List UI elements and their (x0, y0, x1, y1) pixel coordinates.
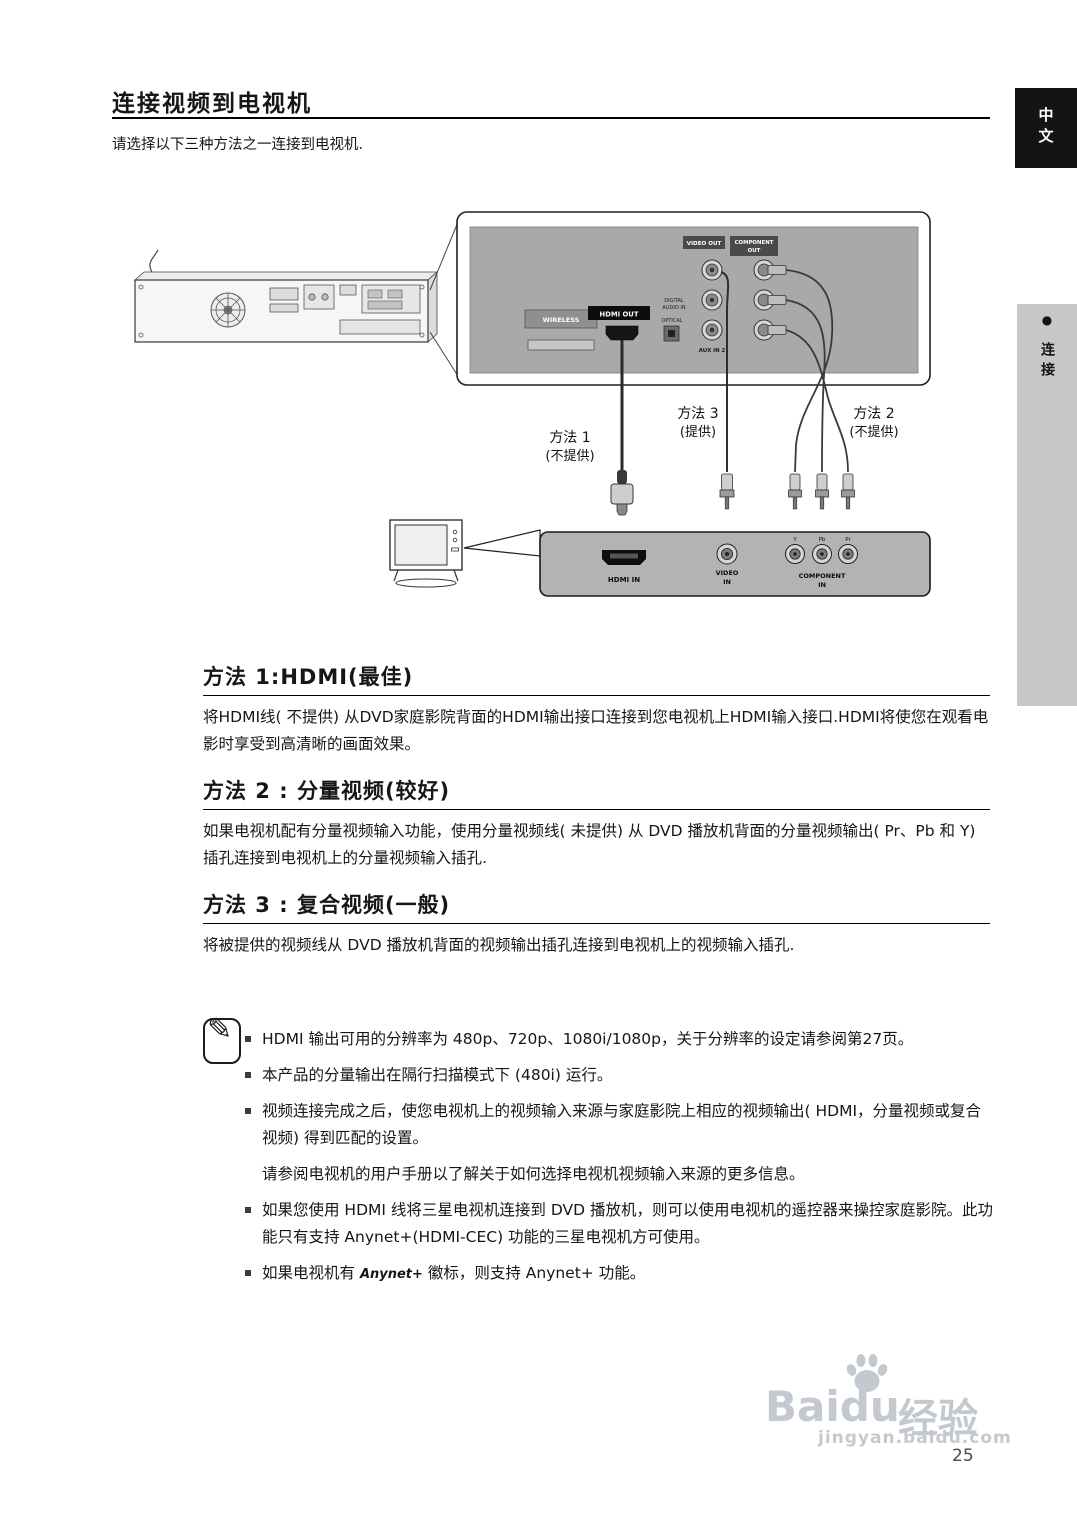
zoom-line (429, 331, 459, 377)
rca-plug-icon (788, 473, 802, 510)
page-number: 25 (952, 1446, 974, 1466)
note-item: 如果您使用 HDMI 线将三星电视机连接到 DVD 播放机，则可以使用电视机的遥… (245, 1197, 993, 1251)
baidu-paw-icon (846, 1354, 888, 1392)
watermark-url: jingyan.baidu.com (818, 1428, 1012, 1448)
square-bullet-icon (245, 1072, 251, 1078)
zoom-line (429, 221, 459, 291)
section-tab: ● 连接 (1017, 304, 1077, 706)
section-2-heading: 方法 2 : 分量视频(较好) (203, 779, 451, 803)
square-bullet-icon (245, 1270, 251, 1276)
component-out-label-2: OUT (748, 248, 761, 254)
square-bullet-icon (245, 1036, 251, 1042)
aux-in-label: AUX IN 2 (699, 348, 726, 354)
fan-icon (210, 292, 246, 328)
dvd-rear-panel-drawing (133, 249, 439, 343)
video-out-label: VIDEO OUT (687, 241, 722, 247)
language-tab-label: 中文 (1036, 107, 1055, 149)
component-out-jacks (753, 259, 787, 341)
video-in-label-1: VIDEO (716, 569, 739, 577)
digital-audio-label-2: AUDIO IN (662, 305, 685, 311)
component-pb-label: Pb (819, 537, 826, 543)
hdmi-cable (610, 340, 634, 516)
video-cable (719, 271, 735, 510)
anynet-logo: Anynet+ (359, 1267, 423, 1282)
rca-plug-icon (841, 473, 855, 510)
optical-label: OPTICAL (661, 318, 682, 324)
section-3-body: 将被提供的视频线从 DVD 播放机背面的视频输出插孔连接到电视机上的视频输入插孔… (203, 936, 795, 954)
method-2-note: (不提供) (849, 424, 898, 440)
notes-list: HDMI 输出可用的分辨率为 480p、720p、1080i/1080p，关于分… (245, 1026, 993, 1297)
tv-input-panel: HDMI IN VIDEO IN Y Pb Pr COMPONENT IN (539, 531, 931, 597)
title-rule (112, 117, 990, 119)
square-bullet-icon (245, 1108, 251, 1114)
note-text: 请参阅电视机的用户手册以了解关于如何选择电视机视频输入来源的更多信息。 (262, 1165, 805, 1183)
method-labels: 方法 1 (不提供) 方法 3 (提供) 方法 2 (不提供) (545, 406, 898, 464)
component-cables (785, 269, 855, 510)
callout-wedge (463, 529, 541, 557)
digital-audio-label-1: DIGITAL (664, 298, 684, 304)
method-1-note: (不提供) (545, 448, 594, 464)
hdmi-out-label: HDMI OUT (600, 311, 639, 319)
video-out-label-box (683, 236, 725, 249)
note-text: HDMI 输出可用的分辨率为 480p、720p、1080i/1080p，关于分… (262, 1030, 914, 1048)
component-y-label: Y (792, 537, 797, 543)
rear-panel-zoom: WIRELESS HDMI OUT DIGITAL AUDIO IN OPTIC… (456, 211, 931, 386)
note-item: 视频连接完成之后，使您电视机上的视频输入来源与家庭影院上相应的视频输出( HDM… (245, 1098, 993, 1152)
watermark-brand-cn: 经验 (898, 1396, 978, 1442)
connection-diagram: WIRELESS HDMI OUT DIGITAL AUDIO IN OPTIC… (133, 211, 931, 597)
method-3-note: (提供) (680, 424, 716, 440)
section-1-body: 将HDMI线( 不提供) 从DVD家庭影院背面的HDMI输出接口连接到您电视机上… (203, 708, 989, 753)
component-out-label-box (730, 236, 778, 256)
section-3-rule (203, 923, 990, 924)
note-item-continuation: 请参阅电视机的用户手册以了解关于如何选择电视机视频输入来源的更多信息。 (245, 1161, 993, 1188)
intro-text: 请选择以下三种方法之一连接到电视机. (112, 137, 364, 153)
section-2-body: 如果电视机配有分量视频输入功能，使用分量视频线( 未提供) 从 DVD 播放机背… (203, 822, 976, 867)
section-3-heading: 方法 3 : 复合视频(一般) (203, 893, 451, 917)
note-text: 本产品的分量输出在隔行扫描模式下 (480i) 运行。 (262, 1066, 613, 1084)
section-1-heading: 方法 1:HDMI(最佳) (203, 665, 414, 689)
power-cord-icon (149, 249, 159, 273)
square-bullet-icon (245, 1207, 251, 1213)
method-3-label: 方法 3 (677, 406, 718, 422)
method-2-label: 方法 2 (853, 406, 894, 422)
component-pr-label: Pr (845, 537, 851, 543)
rca-plug-icon (815, 473, 829, 510)
component-in-label-1: COMPONENT (799, 572, 846, 580)
hdmi-plug-icon (616, 503, 628, 516)
page-title: 连接视频到电视机 (112, 91, 312, 117)
note-item: 如果电视机有 Anynet+ 徽标，则支持 Anynet+ 功能。 (245, 1260, 993, 1288)
hdmi-out-label-box (588, 306, 650, 320)
section-tab-bullet-icon: ● (1041, 313, 1053, 327)
component-out-label-1: COMPONENT (735, 240, 774, 246)
section-tab-label: 连接 (1039, 342, 1055, 382)
watermark-brand: Baidu (765, 1382, 900, 1431)
wireless-slot (527, 339, 595, 351)
wireless-label: WIRELESS (543, 316, 580, 324)
note-pencil-icon: ✎ (203, 1012, 241, 1064)
rca-plug-icon (724, 496, 730, 510)
hdmi-in-label: HDMI IN (608, 576, 640, 584)
tv-drawing (389, 519, 541, 588)
note-text: 如果您使用 HDMI 线将三星电视机连接到 DVD 播放机，则可以使用电视机的遥… (262, 1201, 993, 1246)
video-aux-jacks (701, 259, 723, 341)
section-2-rule (203, 809, 990, 810)
video-in-label-2: IN (723, 578, 731, 586)
component-in-label-2: IN (818, 581, 826, 589)
method-1-label: 方法 1 (549, 430, 590, 446)
section-1-rule (203, 695, 990, 696)
language-tab: 中文 (1015, 88, 1077, 168)
optical-connector-inner (668, 330, 675, 337)
note-item: 本产品的分量输出在隔行扫描模式下 (480i) 运行。 (245, 1062, 993, 1089)
note-text: 视频连接完成之后，使您电视机上的视频输入来源与家庭影院上相应的视频输出( HDM… (262, 1102, 982, 1147)
note-item: HDMI 输出可用的分辨率为 480p、720p、1080i/1080p，关于分… (245, 1026, 993, 1053)
hdmi-out-connector-icon (605, 325, 639, 341)
note-text: 如果电视机有 Anynet+ 徽标，则支持 Anynet+ 功能。 (262, 1264, 646, 1282)
